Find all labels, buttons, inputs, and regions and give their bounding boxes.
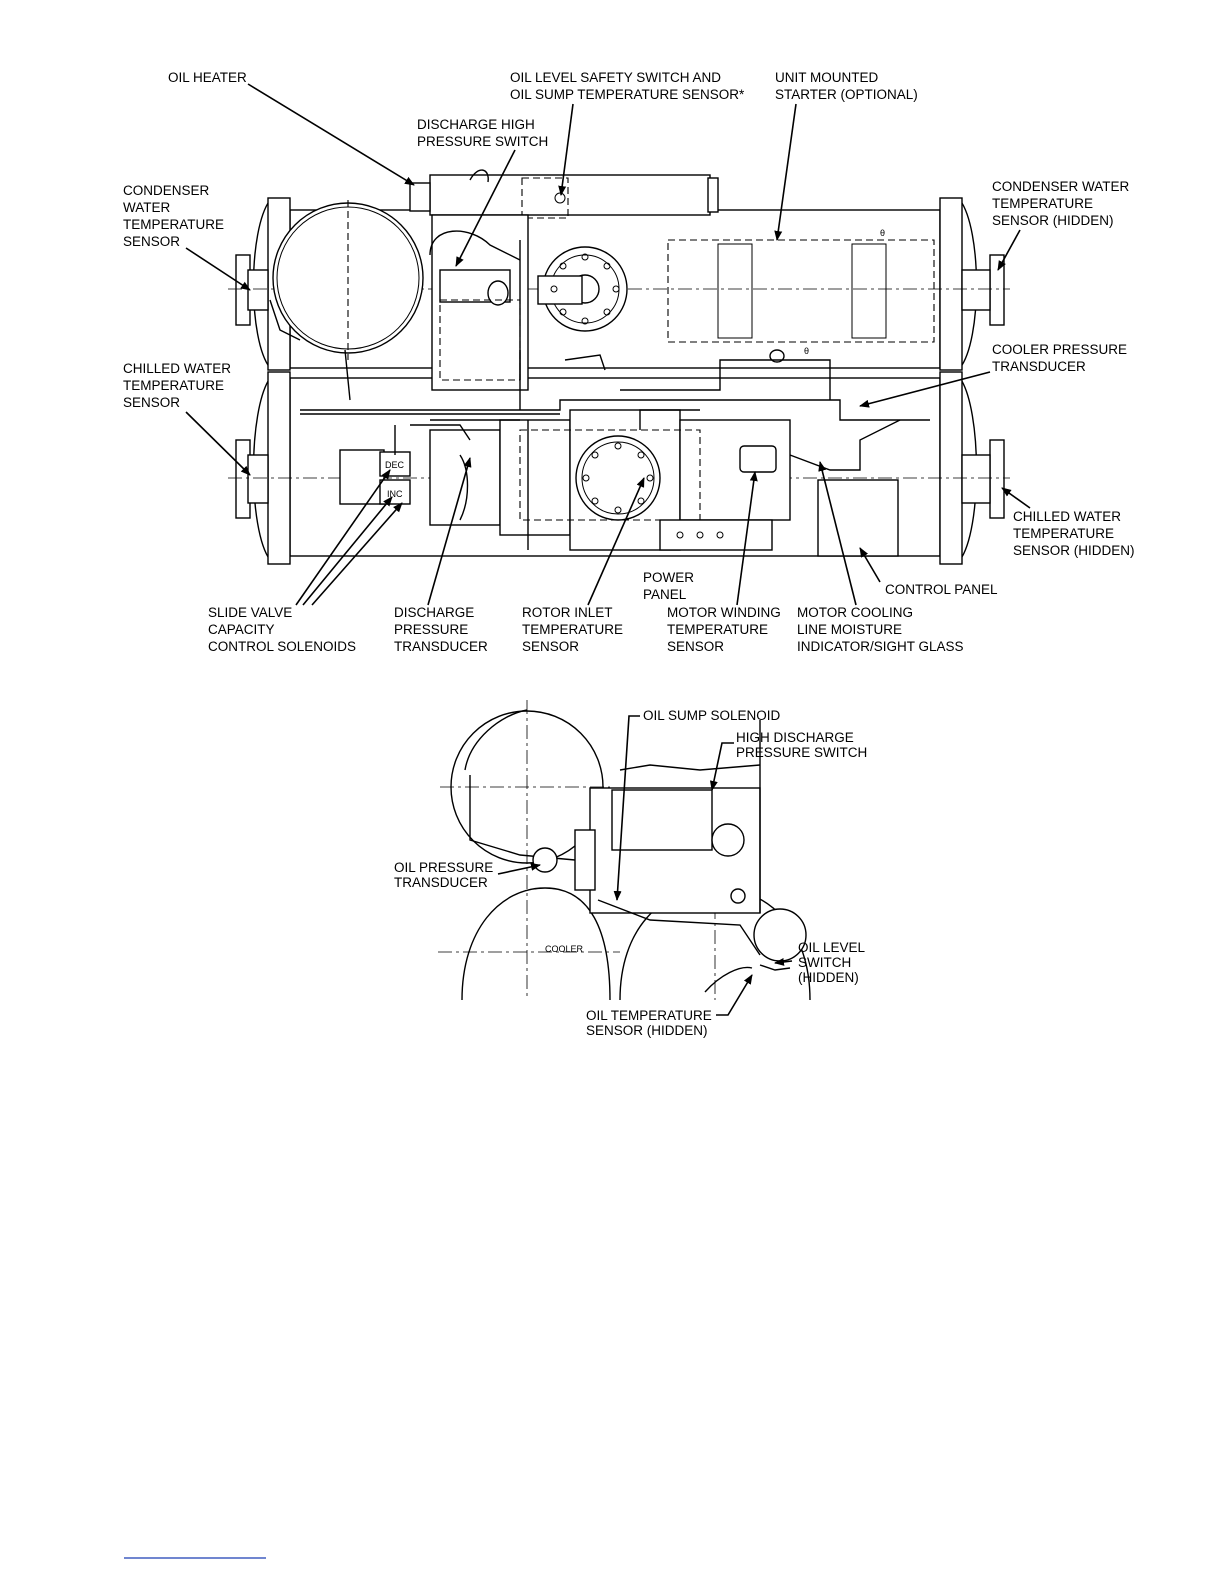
label-condenser-water-sensor-hidden: CONDENSER WATER TEMPERATURE SENSOR (HIDD… (992, 179, 1133, 228)
compressor-motor: DEC INC (339, 409, 791, 551)
label-rotor-inlet: ROTOR INLET TEMPERATURE SENSOR (522, 605, 627, 654)
detail-labels: OIL SUMP SOLENOID HIGH DISCHARGE PRESSUR… (394, 708, 868, 1038)
oil-heater-tube (409, 169, 719, 219)
label-unit-starter: UNIT MOUNTED STARTER (OPTIONAL) (775, 70, 918, 102)
label-oil-heater: OIL HEATER (168, 70, 247, 85)
label-oil-level-safety: OIL LEVEL SAFETY SWITCH AND OIL SUMP TEM… (510, 70, 745, 102)
label-power-panel: POWER PANEL (643, 570, 698, 602)
svg-text:θ: θ (880, 228, 885, 238)
piping (269, 299, 930, 550)
label-motor-cooling: MOTOR COOLING LINE MOISTURE INDICATOR/SI… (797, 605, 964, 654)
oil-separator (272, 200, 424, 360)
label-discharge-high-switch: DISCHARGE HIGH PRESSURE SWITCH (417, 117, 548, 149)
label-oil-pressure: OIL PRESSURE TRANSDUCER (394, 860, 497, 890)
panels (659, 479, 899, 557)
unit-starter-outline: θ θ (667, 228, 935, 363)
label-slide-valve: SLIDE VALVE CAPACITY CONTROL SOLENOIDS (208, 605, 356, 654)
cooler-tag: COOLER (545, 944, 584, 954)
compressor (429, 214, 529, 391)
cooler-shell (228, 371, 1010, 565)
suction-flange (537, 246, 628, 332)
main-drawing: θ θ DEC INC (228, 169, 1010, 565)
detail-leaders (497, 715, 793, 1016)
dec-tag: DEC (385, 460, 405, 470)
label-cooler-pressure: COOLER PRESSURE TRANSDUCER (992, 342, 1131, 374)
inc-tag: INC (387, 489, 403, 499)
main-labels: OIL HEATER OIL LEVEL SAFETY SWITCH AND O… (123, 70, 1135, 654)
label-control-panel: CONTROL PANEL (885, 582, 998, 597)
main-leaders (185, 83, 1031, 606)
label-high-discharge-switch: HIGH DISCHARGE PRESSURE SWITCH (736, 730, 867, 760)
label-oil-temperature: OIL TEMPERATURE SENSOR (HIDDEN) (586, 1008, 716, 1038)
label-motor-winding: MOTOR WINDING TEMPERATURE SENSOR (667, 605, 785, 654)
label-oil-level-switch: OIL LEVEL SWITCH (HIDDEN) (798, 940, 868, 985)
svg-text:θ: θ (804, 346, 809, 356)
label-discharge-pressure: DISCHARGE PRESSURE TRANSDUCER (394, 605, 488, 654)
label-chilled-water-sensor: CHILLED WATER TEMPERATURE SENSOR (123, 361, 235, 410)
label-oil-sump-solenoid: OIL SUMP SOLENOID (643, 708, 781, 723)
label-chilled-water-sensor-hidden: CHILLED WATER TEMPERATURE SENSOR (HIDDEN… (1013, 509, 1135, 558)
label-condenser-water-sensor: CONDENSER WATER TEMPERATURE SENSOR (123, 183, 228, 249)
